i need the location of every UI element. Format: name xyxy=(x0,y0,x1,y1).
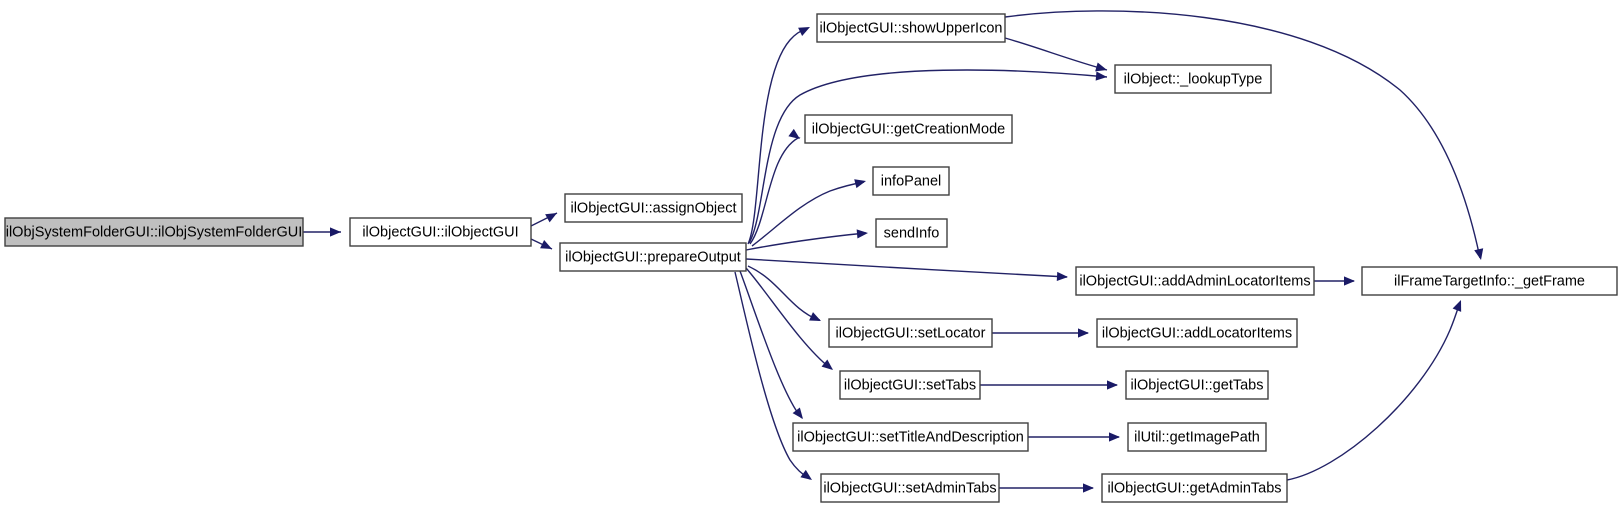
arrowhead-icon xyxy=(1095,62,1107,72)
graph-node-n11[interactable]: ilObjectGUI::addLocatorItems xyxy=(1096,318,1298,348)
node-label: ilObjSystemFolderGUI::ilObjSystemFolderG… xyxy=(6,224,303,240)
node-label: ilObjectGUI::getAdminTabs xyxy=(1107,480,1281,496)
call-edge-n3-to-n14 xyxy=(739,270,803,419)
call-edge-n4-to-n5 xyxy=(1004,37,1108,71)
node-box[interactable] xyxy=(804,114,1013,144)
node-label: ilObjectGUI::ilObjectGUI xyxy=(362,224,518,240)
graph-node-n9[interactable]: ilObjectGUI::addAdminLocatorItems xyxy=(1075,266,1315,296)
graph-node-n4[interactable]: ilObjectGUI::showUpperIcon xyxy=(816,13,1006,43)
arrowhead-icon xyxy=(809,312,821,321)
graph-node-n15[interactable]: ilUtil::getImagePath xyxy=(1127,422,1267,452)
arrowhead-icon xyxy=(798,27,810,36)
arrowhead-icon xyxy=(788,128,800,139)
node-label: sendInfo xyxy=(884,225,940,241)
node-label: ilObjectGUI::getTabs xyxy=(1131,377,1264,393)
node-label: ilObjectGUI::prepareOutput xyxy=(565,249,741,265)
node-box[interactable] xyxy=(828,318,993,348)
graph-node-n6[interactable]: ilObjectGUI::getCreationMode xyxy=(804,114,1013,144)
arrowhead-icon xyxy=(1344,276,1355,286)
call-edge-n3-to-n10 xyxy=(747,265,820,321)
call-edge-n17-to-n18 xyxy=(1286,301,1461,481)
arrowhead-icon xyxy=(1078,328,1089,338)
node-box[interactable] xyxy=(559,242,747,272)
call-edge-n3-to-n6 xyxy=(749,137,801,245)
graph-node-n13[interactable]: ilObjectGUI::getTabs xyxy=(1125,370,1269,400)
node-box[interactable] xyxy=(349,217,532,247)
graph-node-n2[interactable]: ilObjectGUI::assignObject xyxy=(564,193,743,223)
arrowhead-icon xyxy=(1109,432,1120,442)
node-box[interactable] xyxy=(875,218,948,248)
call-edge-n3-to-n7 xyxy=(751,181,865,247)
arrowhead-icon xyxy=(856,229,868,239)
node-box[interactable] xyxy=(1125,370,1269,400)
arrowhead-icon xyxy=(1107,380,1118,390)
node-label: ilObjectGUI::setTabs xyxy=(844,377,976,393)
arrowhead-icon xyxy=(821,359,833,370)
arrowhead-icon xyxy=(545,213,557,223)
call-edge-n3-to-n8 xyxy=(745,232,867,251)
nodes-layer: ilObjSystemFolderGUI::ilObjSystemFolderG… xyxy=(4,13,1618,503)
arrowhead-icon xyxy=(330,227,341,237)
call-edge-n3-to-n4 xyxy=(747,27,809,245)
node-label: ilObjectGUI::showUpperIcon xyxy=(820,20,1003,36)
arrowhead-icon xyxy=(1056,271,1068,282)
node-label: ilObjectGUI::setAdminTabs xyxy=(823,480,996,496)
node-box[interactable] xyxy=(564,193,743,223)
node-label: infoPanel xyxy=(881,173,941,189)
graph-node-n5[interactable]: ilObject::_lookupType xyxy=(1114,64,1272,94)
node-box[interactable] xyxy=(1075,266,1315,296)
graph-node-n10[interactable]: ilObjectGUI::setLocator xyxy=(828,318,993,348)
node-box[interactable] xyxy=(1114,64,1272,94)
arrowhead-icon xyxy=(1474,248,1484,260)
arrowhead-icon xyxy=(1095,71,1107,81)
graph-node-n16[interactable]: ilObjectGUI::setAdminTabs xyxy=(820,473,1000,503)
arrowhead-icon xyxy=(1452,300,1462,312)
graph-node-n1[interactable]: ilObjectGUI::ilObjectGUI xyxy=(349,217,532,247)
arrowhead-icon xyxy=(792,407,803,419)
node-label: ilObjectGUI::assignObject xyxy=(570,200,736,216)
node-box[interactable] xyxy=(1361,266,1618,296)
call-edge-n3-to-n5 xyxy=(748,69,1108,244)
graph-node-n3[interactable]: ilObjectGUI::prepareOutput xyxy=(559,242,747,272)
node-label: ilObjectGUI::getCreationMode xyxy=(812,121,1005,137)
node-label: ilObjectGUI::addAdminLocatorItems xyxy=(1079,273,1310,289)
arrowhead-icon xyxy=(540,240,552,249)
call-edge-n3-to-n16 xyxy=(734,271,811,480)
node-label: ilObject::_lookupType xyxy=(1124,71,1263,87)
node-box[interactable] xyxy=(839,370,981,400)
node-box[interactable] xyxy=(792,422,1029,452)
node-label: ilUtil::getImagePath xyxy=(1134,429,1260,445)
node-label: ilObjectGUI::addLocatorItems xyxy=(1102,325,1292,341)
node-box[interactable] xyxy=(4,217,304,247)
graph-node-n8[interactable]: sendInfo xyxy=(875,218,948,248)
node-box[interactable] xyxy=(1101,473,1288,503)
node-label: ilObjectGUI::setLocator xyxy=(836,325,986,341)
node-label: ilFrameTargetInfo::_getFrame xyxy=(1394,273,1585,289)
graph-node-n14[interactable]: ilObjectGUI::setTitleAndDescription xyxy=(792,422,1029,452)
graph-node-n17[interactable]: ilObjectGUI::getAdminTabs xyxy=(1101,473,1288,503)
node-box[interactable] xyxy=(1096,318,1298,348)
arrowhead-icon xyxy=(854,179,866,189)
node-box[interactable] xyxy=(872,166,950,196)
call-edge-n4-to-n18 xyxy=(1004,10,1481,259)
edges-layer xyxy=(303,10,1481,489)
node-box[interactable] xyxy=(816,13,1006,43)
call-edge-n3-to-n9 xyxy=(745,258,1068,278)
node-label: ilObjectGUI::setTitleAndDescription xyxy=(797,429,1024,445)
graph-node-n18[interactable]: ilFrameTargetInfo::_getFrame xyxy=(1361,266,1618,296)
call-edge-n3-to-n12 xyxy=(745,267,833,370)
node-box[interactable] xyxy=(820,473,1000,503)
graph-node-n12[interactable]: ilObjectGUI::setTabs xyxy=(839,370,981,400)
arrowheads-layer xyxy=(330,27,1484,493)
graph-node-n0[interactable]: ilObjSystemFolderGUI::ilObjSystemFolderG… xyxy=(4,217,304,247)
arrowhead-icon xyxy=(800,469,812,480)
graph-node-n7[interactable]: infoPanel xyxy=(872,166,950,196)
node-box[interactable] xyxy=(1127,422,1267,452)
arrowhead-icon xyxy=(1083,483,1094,493)
